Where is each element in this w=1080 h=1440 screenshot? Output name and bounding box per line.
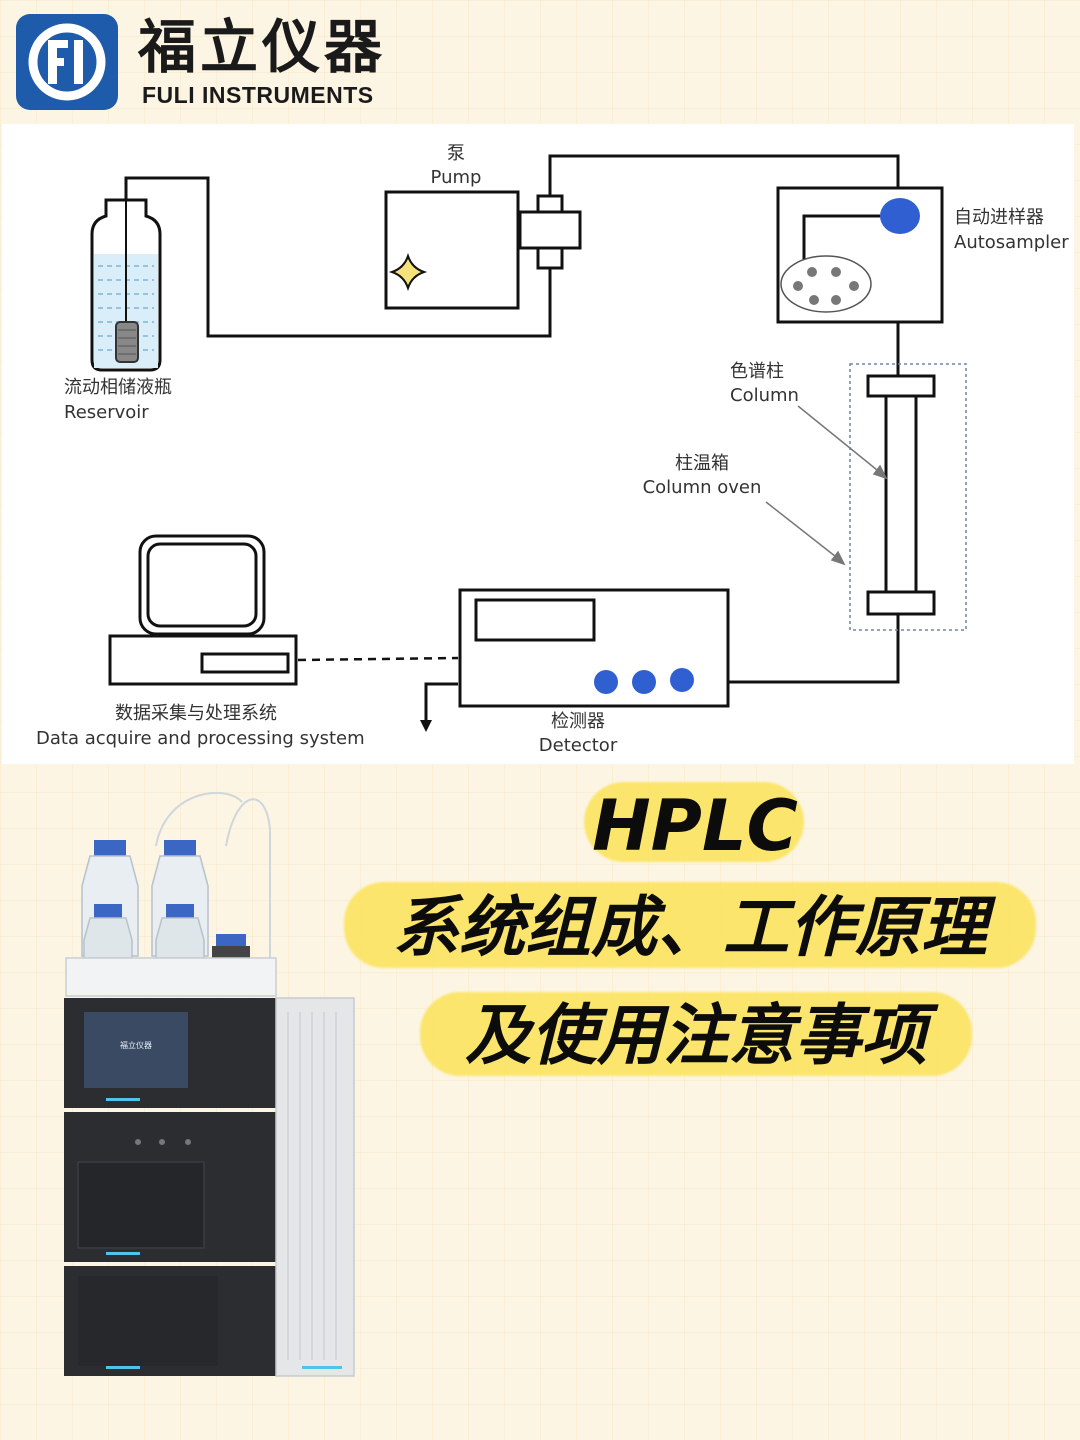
pump-valve-block — [518, 210, 582, 250]
column-oven-label-en: Column oven — [642, 477, 762, 498]
hplc-instrument-icon: 福立仪器 — [56, 790, 376, 1394]
detector-label-en: Detector — [538, 735, 618, 756]
brand-name-en: FULI INSTRUMENTS — [142, 82, 374, 108]
fuli-logo-icon — [16, 14, 118, 110]
pump-label-cn: 泵 — [447, 143, 465, 164]
autosampler-label-cn: 自动进样器 — [954, 207, 1044, 228]
title-highlight — [584, 782, 804, 862]
signal-cable — [297, 656, 459, 662]
detector-indicator-icon — [670, 668, 694, 692]
reservoir-bottle-icon — [90, 198, 162, 372]
pump-star-icon — [388, 252, 428, 292]
pump-to-autosampler-tube — [548, 154, 900, 196]
detector-label-cn: 检测器 — [551, 711, 605, 732]
data-system-label-en: Data acquire and processing system — [36, 728, 365, 749]
column-oven-box — [849, 363, 967, 631]
hplc-flow-diagram: 泵 Pump 流动相储液瓶 Reservoir 自动进样器 Autosample… — [2, 124, 1074, 764]
detector-box — [458, 588, 730, 708]
reservoir-label-cn: 流动相储液瓶 — [64, 377, 172, 398]
detector-display — [474, 598, 596, 642]
title-line-2: 系统组成、工作原理 — [393, 889, 987, 966]
instrument-stack: 福立仪器 — [64, 997, 355, 1377]
detector-indicator-icon — [632, 670, 656, 694]
autosampler-label-en: Autosampler — [954, 232, 1069, 253]
column-label-en: Column — [730, 385, 799, 406]
title-line-3: 及使用注意事项 — [465, 997, 927, 1074]
solvent-bottle-icon — [81, 840, 250, 960]
pump-label-en: Pump — [430, 167, 482, 188]
title-highlight — [420, 992, 972, 1076]
column-to-detector-tube — [728, 614, 900, 684]
header: 福立仪器 FULI INSTRUMENTS — [0, 0, 1080, 122]
pump-box — [384, 190, 582, 310]
computer-icon — [108, 534, 298, 686]
waste-arrow-icon — [420, 720, 432, 732]
column-pointer-line — [797, 405, 883, 475]
column-tube — [866, 374, 936, 616]
column-oven-pointer-line — [765, 501, 841, 561]
tubing-lines — [124, 154, 900, 724]
sample-vial-icon — [880, 198, 920, 234]
title-line-hplc: HPLC — [592, 785, 798, 867]
sample-tray — [780, 255, 872, 313]
diagram-drawing — [90, 154, 967, 732]
waste-tube — [424, 682, 458, 724]
data-system-label-cn: 数据采集与处理系统 — [115, 703, 277, 724]
autosampler-box — [776, 186, 944, 324]
column-label-cn: 色谱柱 — [730, 361, 784, 382]
svg-text:福立仪器: 福立仪器 — [120, 1040, 152, 1050]
reservoir-label-en: Reservoir — [64, 402, 149, 423]
detector-indicator-icon — [594, 670, 618, 694]
reservoir-to-pump-tube — [124, 176, 552, 338]
brand-name-cn: 福立仪器 — [138, 13, 387, 81]
title-highlight — [344, 882, 1036, 968]
column-oven-label-cn: 柱温箱 — [675, 453, 729, 474]
